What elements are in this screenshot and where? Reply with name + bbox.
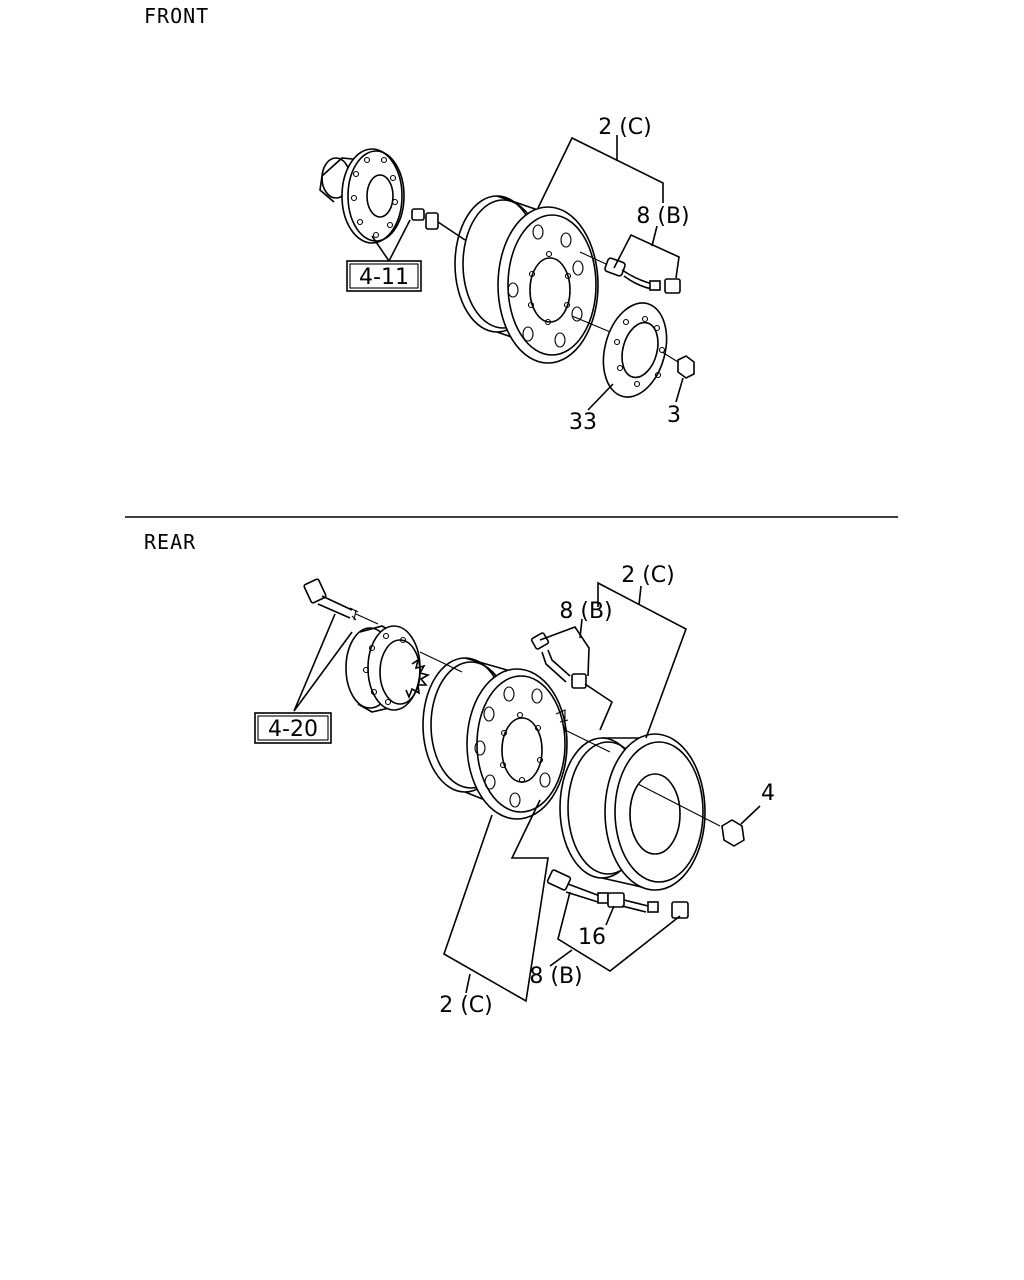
front-valve-kit-label: 8 (B) (636, 204, 689, 229)
rear-valve-kit-bottom-label: 8 (B) (529, 964, 582, 989)
rear-hub-bolt (303, 578, 379, 625)
rear-extension-label: 16 (578, 925, 606, 950)
front-nut: 3 (661, 351, 695, 428)
section-title-rear: REAR (144, 530, 197, 554)
rear-wheel-assy-bottom-label: 2 (C) (439, 993, 493, 1018)
front-callout-valve-kit: 8 (B) (613, 204, 690, 279)
rear-nut-label: 4 (761, 781, 775, 806)
rear-hub-assembly (345, 625, 463, 713)
front-hub-assembly (319, 148, 466, 244)
front-disc-plate-label: 33 (569, 410, 597, 435)
rear-callout-ref-hub: 4-20 (254, 613, 353, 744)
front-wheel (454, 195, 599, 364)
front-disc-plate: 33 (569, 302, 668, 435)
rear-outer-wheel (559, 729, 721, 891)
rear-valve-kit-top (530, 632, 587, 689)
front-callout-wheel-assy: 2 (C) (537, 115, 664, 209)
front-nut-label: 3 (667, 403, 681, 428)
rear-callout-valve-kit-top: 8 (B) (539, 599, 613, 731)
rear-valve-kit-top-label: 8 (B) (559, 599, 612, 624)
rear-callout-wheel-assy-top: 2 (C) (597, 563, 687, 739)
section-title-front: FRONT (144, 4, 210, 28)
front-wheel-assy-label: 2 (C) (598, 115, 652, 140)
rear-wheel-assy-top-label: 2 (C) (621, 563, 675, 588)
rear-valve-extension: 16 (546, 869, 689, 950)
rear-nut: 4 (721, 781, 775, 847)
front-callout-ref-hub: 4-11 (346, 219, 422, 292)
front-ref-hub-label: 4-11 (359, 265, 409, 290)
rear-inner-wheel (422, 657, 569, 820)
rear-callout-wheel-assy-bottom: 2 (C) (439, 799, 549, 1018)
rear-ref-hub-label: 4-20 (268, 717, 318, 742)
rear-callout-valve-kit-bottom: 8 (B) (529, 891, 681, 989)
